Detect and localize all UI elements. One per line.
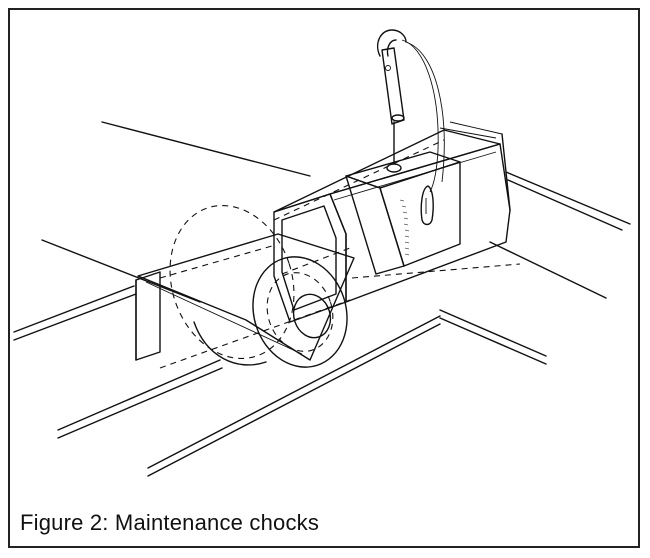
figure-caption: Figure 2: Maintenance chocks <box>20 510 320 535</box>
maintenance-chock-illustration <box>13 29 631 477</box>
square-tube <box>273 121 511 323</box>
hitch-pin <box>376 29 445 193</box>
chock-plate <box>137 233 355 361</box>
figure-frame: Figure 2: Maintenance chocks <box>8 8 640 548</box>
base-plate <box>135 271 161 361</box>
pin-collar <box>345 151 461 275</box>
wheel <box>169 204 348 368</box>
